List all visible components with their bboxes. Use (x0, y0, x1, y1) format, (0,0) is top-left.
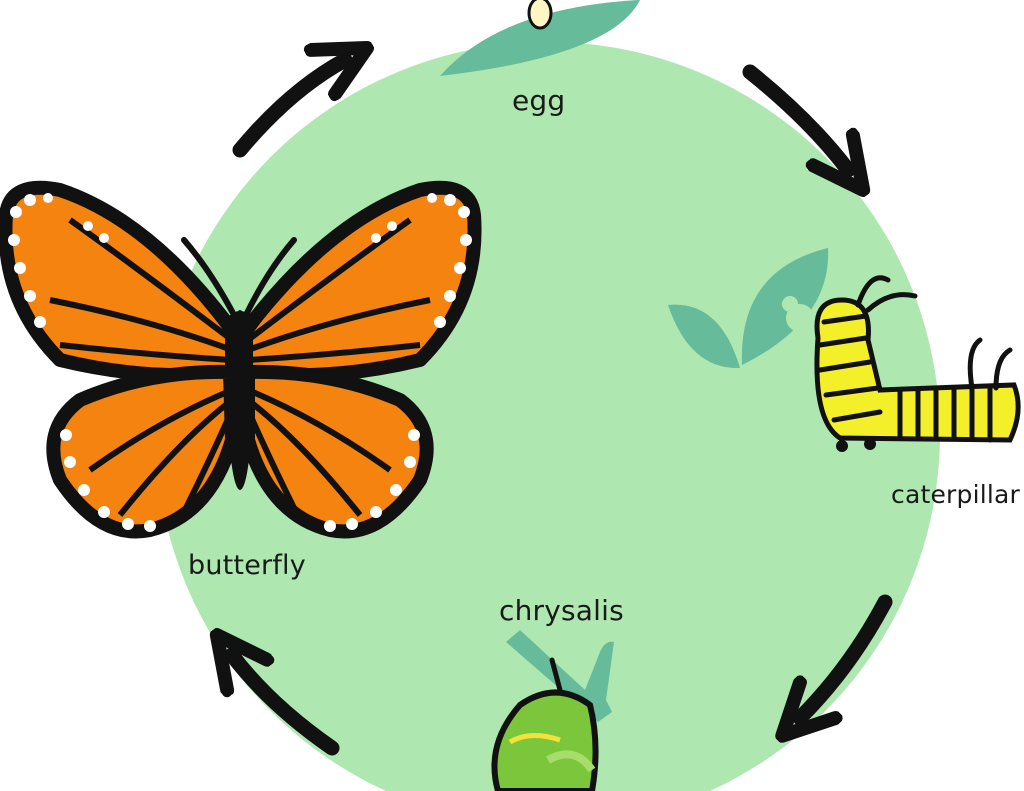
leaf-icon (668, 248, 829, 369)
egg-icon (440, 0, 640, 76)
stage-label-caterpillar: caterpillar (891, 480, 1021, 509)
leaf-icon (440, 0, 640, 76)
cycle-arrow-icon (800, 594, 893, 718)
stage-label-chrysalis: chrysalis (499, 594, 624, 627)
stage-label-egg: egg (512, 84, 566, 117)
butterfly-icon (0, 180, 482, 539)
cycle-arrow-icon (232, 655, 340, 756)
cycle-arrow-icon (742, 64, 848, 170)
cycle-arrows (232, 60, 893, 756)
caterpillar-icon (814, 275, 1021, 452)
cycle-arrow-icon (232, 60, 345, 158)
chrysalis-icon (491, 630, 614, 791)
stage-label-butterfly: butterfly (188, 550, 306, 581)
twig-icon (506, 630, 614, 722)
